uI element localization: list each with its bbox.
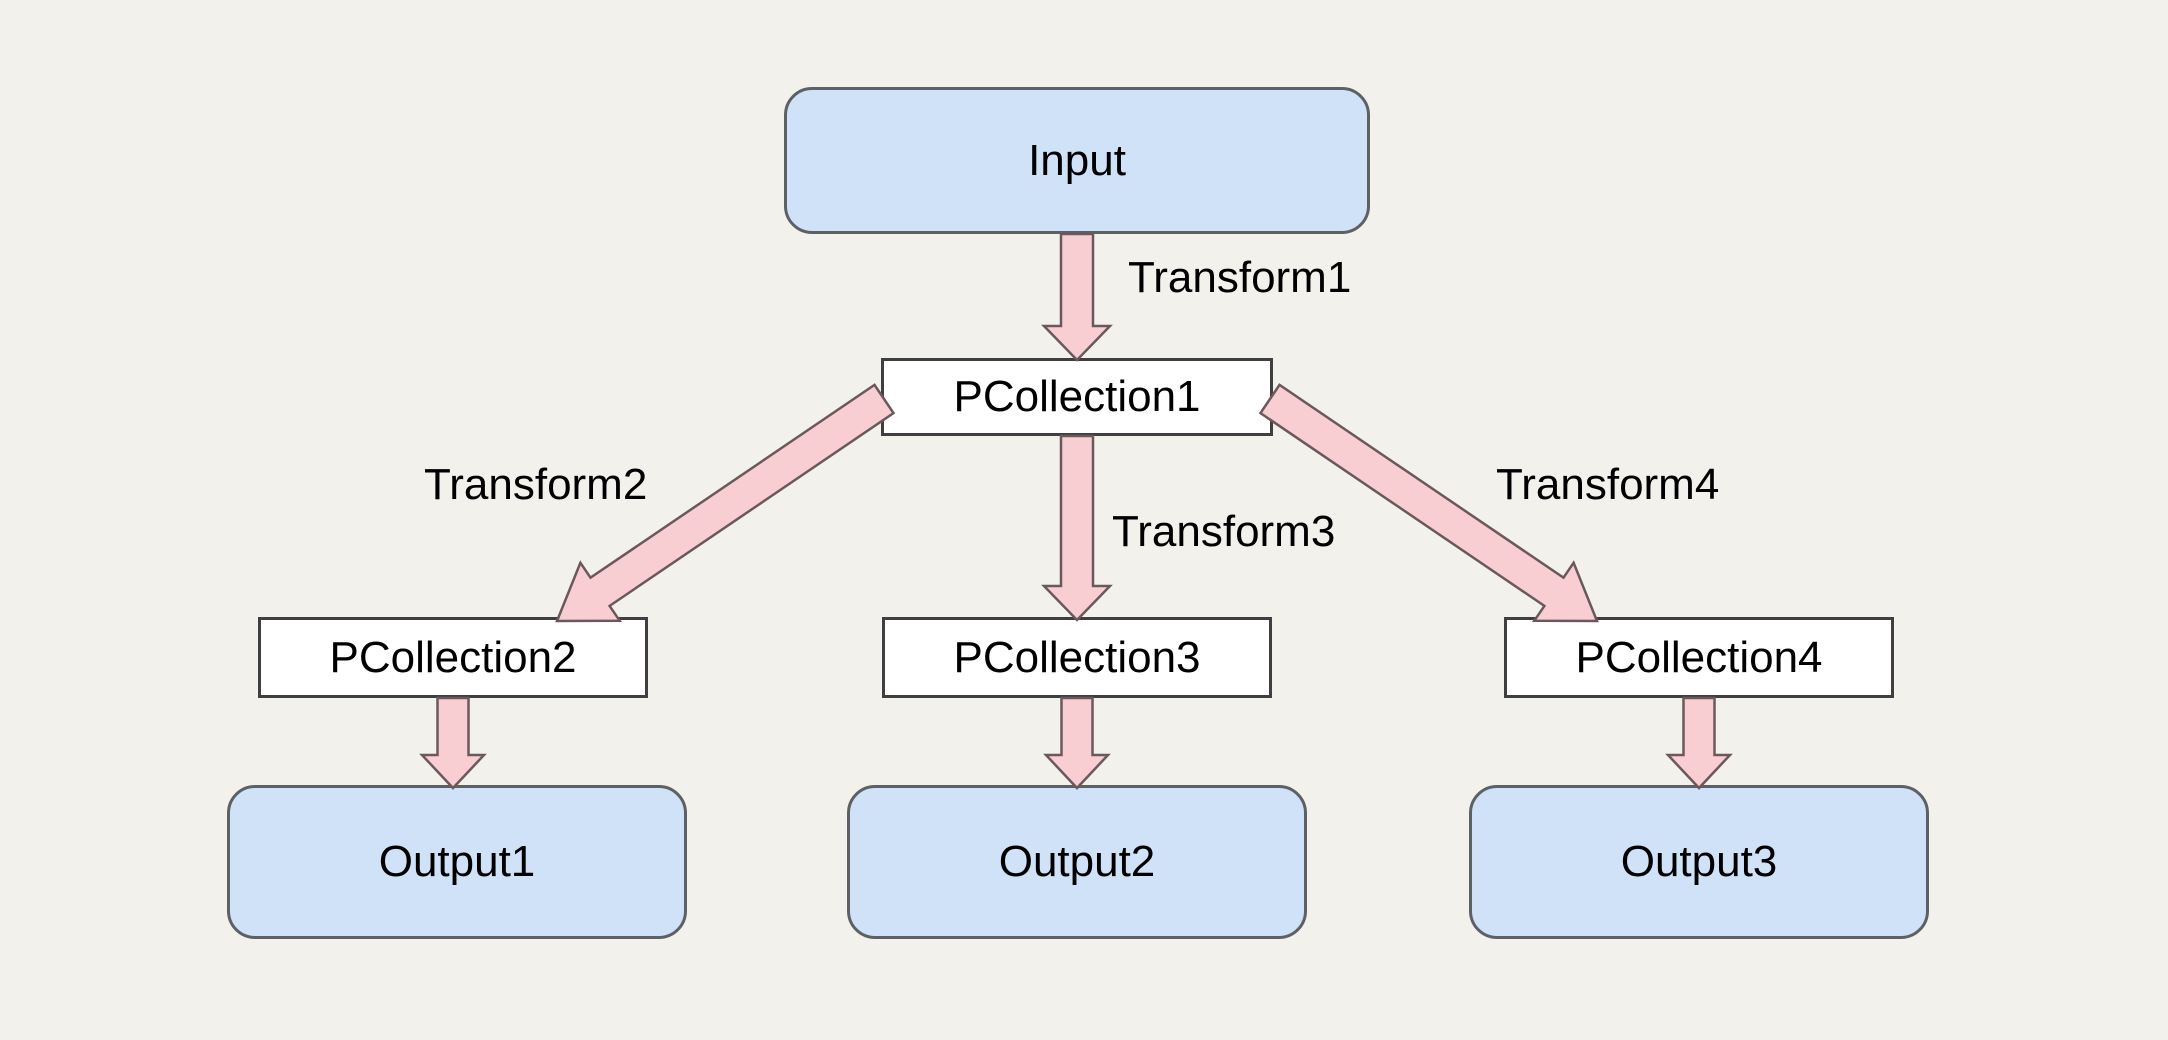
edge-label-transform4: Transform4 [1496, 460, 1720, 509]
node-input-label: Input [1028, 135, 1126, 185]
node-output1: Output1 [227, 785, 687, 939]
arrow-out-edge-2 [1043, 696, 1111, 790]
node-pcollection2-label: PCollection2 [329, 632, 577, 682]
node-pcollection3: PCollection3 [882, 617, 1272, 698]
node-output1-label: Output1 [378, 837, 536, 886]
node-pcollection4-label: PCollection4 [1575, 632, 1823, 682]
node-output2: Output2 [847, 785, 1307, 939]
node-output3-label: Output3 [1620, 837, 1778, 886]
node-pcollection3-label: PCollection3 [953, 632, 1201, 682]
node-output3: Output3 [1469, 785, 1929, 939]
arrow-transform3 [1041, 434, 1113, 622]
node-output2-label: Output2 [998, 837, 1156, 886]
node-input: Input [784, 87, 1370, 234]
node-pcollection4: PCollection4 [1504, 617, 1894, 698]
edge-label-transform1: Transform1 [1128, 253, 1352, 302]
edge-label-transform3: Transform3 [1112, 507, 1336, 556]
arrow-transform1 [1041, 232, 1113, 362]
arrow-out-edge-1 [419, 696, 487, 790]
node-pcollection1: PCollection1 [881, 358, 1273, 436]
edge-label-transform2: Transform2 [424, 460, 648, 509]
arrow-out-edge-3 [1665, 696, 1733, 790]
node-pcollection2: PCollection2 [258, 617, 648, 698]
node-pcollection1-label: PCollection1 [953, 372, 1201, 421]
